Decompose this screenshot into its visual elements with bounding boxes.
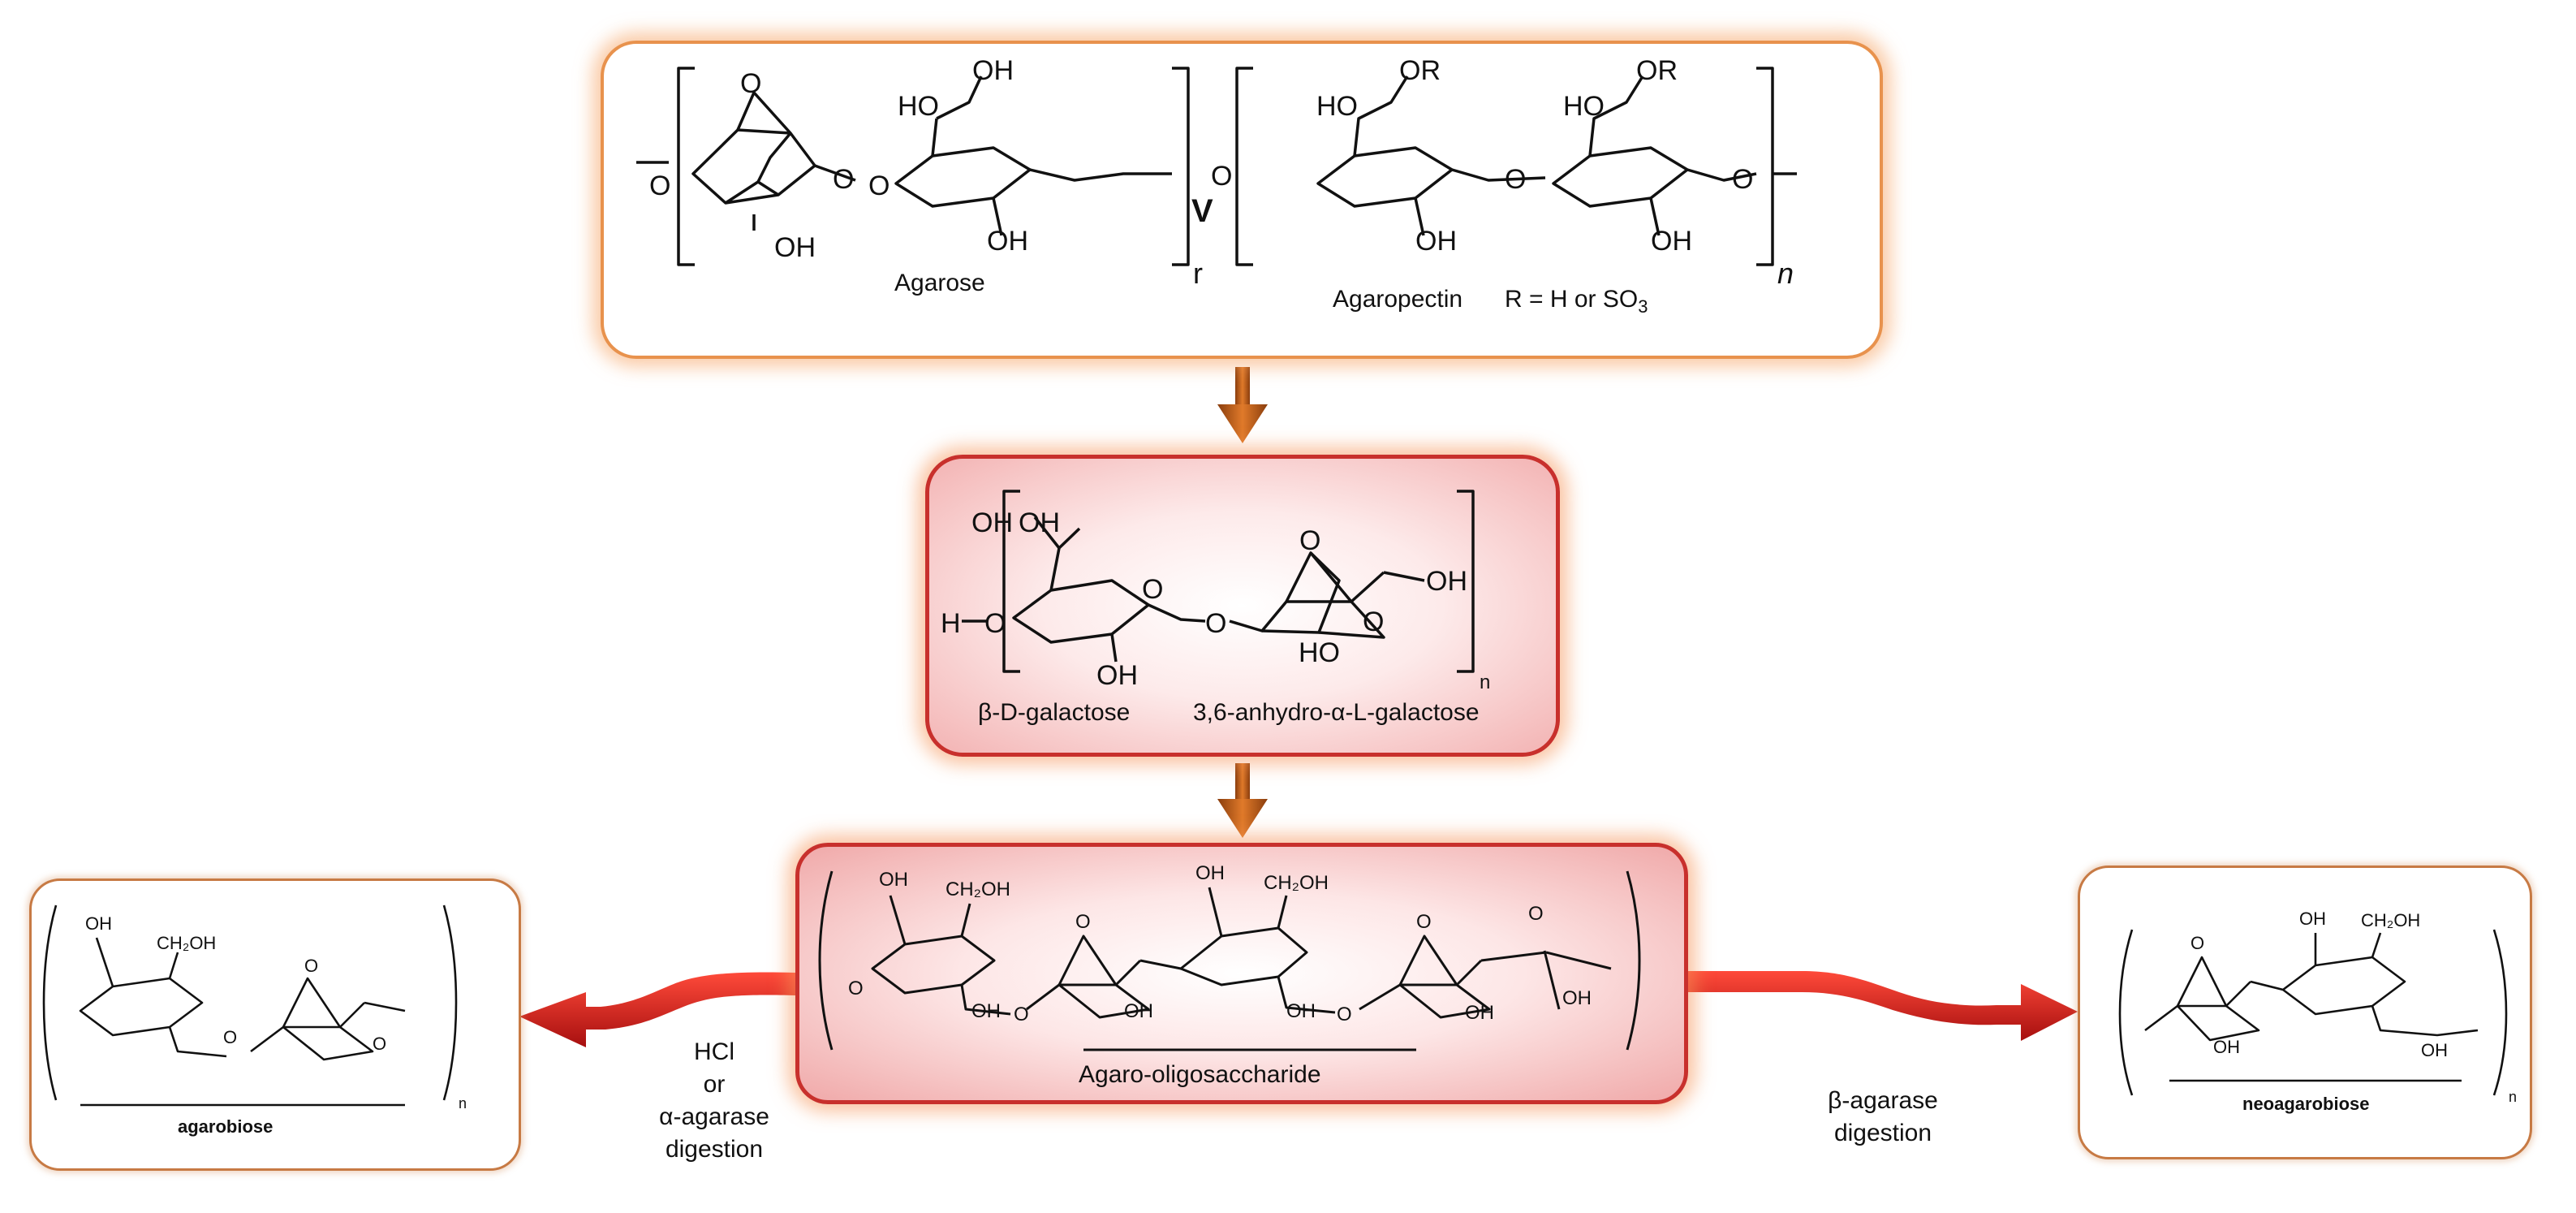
agaropectin-label: Agaropectin [1333,286,1463,313]
svg-text:O: O [2190,933,2204,953]
svg-text:OH: OH [1562,987,1592,1009]
svg-text:OH: OH [879,869,908,891]
agarobiose-diagram: OH CH₂OH O O O [42,904,458,1107]
svg-text:O: O [1416,911,1432,933]
svg-text:OH: OH [1195,862,1225,884]
caption-line: or [703,1071,726,1098]
svg-text:O: O [1505,164,1526,195]
svg-text:HO: HO [1316,91,1358,122]
svg-text:O: O [740,68,761,99]
svg-text:HO: HO [898,91,939,122]
svg-text:CH₂OH: CH₂OH [157,933,216,953]
disaccharide-diagram: OH OH H O O OH O O HO OH O [941,490,1475,691]
down-arrow-1 [1217,367,1268,443]
svg-text:O: O [1299,525,1320,556]
svg-text:OR: OR [1636,55,1678,86]
svg-text:H: H [941,608,961,639]
down-arrow-2 [1217,763,1268,838]
repeat-r: r [1193,257,1203,290]
svg-text:OH: OH [1019,507,1060,538]
repeat-n-top: n [1777,257,1794,290]
svg-text:HO: HO [1563,91,1605,122]
svg-text:OH: OH [971,507,1013,538]
neoagarobiose-label: neoagarobiose [2242,1094,2370,1114]
svg-text:CH₂OH: CH₂OH [2361,910,2420,930]
agarobiose-label: agarobiose [178,1116,274,1137]
svg-text:OH: OH [774,232,816,263]
anhydro-galactose-label: 3,6-anhydro-α-L-galactose [1193,699,1480,726]
svg-text:OH: OH [1415,226,1457,257]
svg-text:O: O [1732,164,1753,195]
svg-text:O: O [223,1027,237,1047]
caption-line: β-agarase [1828,1087,1938,1114]
agarobiose-box: OH CH₂OH O O O agarobiose n [29,878,521,1171]
caption-line: α-agarase [659,1103,769,1130]
hcl-digestion-caption: HCl or α-agarase digestion [617,1036,812,1166]
repeat-n-left: n [459,1095,467,1112]
r-group-label: R = H or SO3 [1505,286,1648,317]
svg-text:HO: HO [1299,637,1340,668]
disaccharide-unit-box: OH OH H O O OH O O HO OH O n β-D-galacto… [925,455,1560,757]
agar-structure-diagram: O O OH O O HO OH OH O HO OR OH O HO OR O… [636,55,1797,266]
svg-text:O: O [304,956,318,976]
svg-text:O: O [1205,608,1226,639]
svg-text:OH: OH [2421,1040,2448,1060]
svg-text:OH: OH [85,913,112,934]
svg-text:OH: OH [2299,909,2326,929]
svg-text:OH: OH [1124,1000,1153,1022]
svg-text:O: O [1211,161,1232,192]
beta-d-galactose-label: β-D-galactose [978,699,1131,726]
right-red-arrow [1688,971,2078,1041]
svg-text:CH₂OH: CH₂OH [946,878,1010,900]
caption-line: digestion [1833,1120,1932,1146]
neoagarobiose-diagram: O OH OH CH₂OH OH [2118,909,2508,1096]
svg-text:O: O [1142,574,1163,605]
svg-text:OH: OH [1651,226,1692,257]
svg-text:OH: OH [972,55,1014,86]
repeat-n-right: n [2509,1089,2518,1105]
agarose-label: Agarose [894,270,985,296]
beta-agarase-caption: β-agarase digestion [1786,1085,1980,1150]
svg-text:O: O [833,164,854,195]
svg-text:OH: OH [1096,660,1138,691]
svg-text:O: O [373,1034,386,1054]
svg-text:OR: OR [1399,55,1441,86]
linker-v: V [1191,193,1213,229]
agaro-oligosaccharide-box: OH CH₂OH O OH O O OH OH CH₂OH OH O O OH … [795,843,1688,1104]
caption-line: digestion [665,1136,764,1163]
svg-text:O: O [649,171,670,201]
svg-text:OH: OH [2213,1037,2240,1057]
svg-text:OH: OH [971,1000,1001,1022]
agaro-oligosaccharide-label: Agaro-oligosaccharide [1079,1061,1321,1088]
svg-text:OH: OH [1286,1000,1316,1022]
svg-text:O: O [1337,1004,1352,1025]
oligosaccharide-diagram: OH CH₂OH O OH O O OH OH CH₂OH OH O O OH … [818,862,1641,1051]
svg-text:O: O [984,608,1006,639]
left-red-arrow [519,972,795,1047]
caption-line: HCl [694,1038,734,1065]
neoagarobiose-box: O OH OH CH₂OH OH neoagarobiose n [2078,866,2532,1159]
svg-text:OH: OH [987,226,1028,257]
repeat-n-mid: n [1480,671,1491,693]
svg-text:O: O [1014,1004,1029,1025]
svg-text:O: O [1075,911,1091,933]
svg-text:OH: OH [1465,1002,1494,1024]
svg-text:O: O [868,171,890,201]
svg-text:CH₂OH: CH₂OH [1264,872,1329,894]
agar-structure-box: O O OH O O HO OH OH O HO OR OH O HO OR O… [601,41,1883,359]
svg-text:O: O [1363,606,1384,637]
svg-text:O: O [848,978,864,999]
svg-text:O: O [1528,903,1544,925]
svg-text:OH: OH [1426,566,1467,597]
